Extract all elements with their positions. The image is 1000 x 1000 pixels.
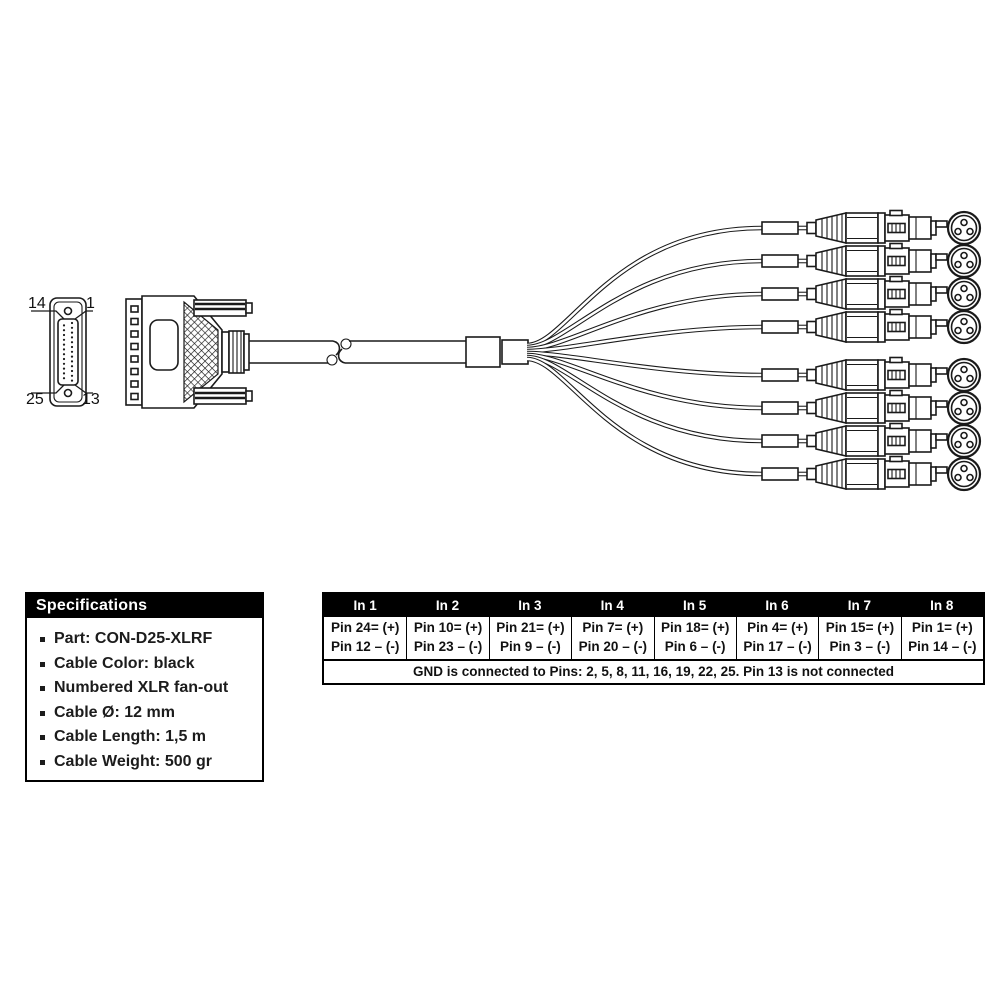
- cable-sleeve-large: [465, 336, 501, 368]
- spec-item-fanout: Numbered XLR fan-out: [27, 676, 262, 701]
- pinout-table-footer: GND is connected to Pins: 2, 5, 8, 11, 1…: [324, 659, 983, 683]
- fanout-wires: [526, 225, 763, 477]
- bullet-icon: [40, 735, 45, 740]
- pinout-cell-in6: Pin 4= (+) Pin 17 – (-): [735, 617, 818, 659]
- d25-pin14-label: 14: [28, 295, 46, 312]
- spec-list: Part: CON-D25-XLRF Cable Color: black Nu…: [27, 627, 262, 774]
- xlr-connector-5: [762, 358, 936, 391]
- spec-item-diameter: Cable Ø: 12 mm: [27, 701, 262, 726]
- d25-pin13-label: 13: [82, 391, 100, 408]
- d25-side-view: [125, 295, 253, 409]
- xlr-front-1: [934, 210, 982, 246]
- xlr-front-4: [934, 309, 982, 345]
- bullet-icon: [40, 710, 45, 716]
- d25-pin-dots: [62, 321, 74, 382]
- xlr-connector-1: [762, 211, 936, 244]
- column-header-in2: In 2: [435, 598, 460, 613]
- pin-positive: Pin 10= (+): [413, 620, 483, 635]
- pin-positive: Pin 15= (+): [825, 620, 895, 635]
- pin-positive: Pin 4= (+): [747, 620, 808, 635]
- bullet-icon: [40, 661, 45, 667]
- pinout-table-body: Pin 24= (+) Pin 12 – (-) Pin 10= (+) Pin…: [324, 617, 983, 659]
- pinout-table: In 1 In 2 In 3 In 4 In 5 In 6 In 7 In 8 …: [322, 592, 985, 685]
- d25-front-view: 14 1 25 13: [26, 295, 100, 408]
- xlr-connector-2: [762, 244, 936, 277]
- spec-item-text: Numbered XLR fan-out: [54, 679, 229, 696]
- column-header-in3: In 3: [518, 598, 542, 613]
- column-header-in7: In 7: [847, 598, 872, 613]
- bullet-icon: [40, 759, 45, 765]
- xlr-front-7: [934, 423, 982, 459]
- xlr-connector-6: [762, 391, 936, 424]
- thumbscrew-top: [193, 299, 253, 317]
- xlr-connector-7: [762, 424, 936, 457]
- pin-positive: Pin 18= (+): [661, 620, 730, 635]
- xlr-connector-8: [762, 457, 936, 490]
- column-header-in8: In 8: [930, 598, 954, 613]
- spec-item-weight: Cable Weight: 500 gr: [27, 750, 262, 775]
- pinout-cell-in7: Pin 15= (+) Pin 3 – (-): [818, 617, 900, 659]
- cable-sleeve-small: [501, 339, 529, 365]
- pin-positive: Pin 21= (+): [496, 620, 565, 635]
- pin-positive: Pin 24= (+): [331, 620, 400, 635]
- bullet-icon: [40, 686, 45, 691]
- spec-item-text: Cable Length: 1,5 m: [54, 728, 207, 745]
- spec-item-text: Cable Weight: 500 gr: [54, 752, 212, 770]
- thumbscrew-bottom: [193, 387, 253, 405]
- pin-negative: Pin 23 – (-): [413, 638, 483, 654]
- bullet-icon: [40, 637, 45, 642]
- pinout-cell-in4: Pin 7= (+) Pin 20 – (-): [571, 617, 653, 659]
- spec-item-text: Cable Ø: 12 mm: [54, 703, 175, 721]
- cable: [249, 336, 529, 368]
- pin-negative: Pin 6 – (-): [664, 638, 726, 654]
- column-header-in4: In 4: [600, 598, 624, 613]
- spec-item-length: Cable Length: 1,5 m: [27, 725, 262, 750]
- d25-pin1-label: 1: [86, 295, 95, 312]
- column-header-in1: In 1: [353, 598, 377, 613]
- xlr-front-3: [934, 276, 982, 312]
- xlr-front-5: [934, 357, 982, 393]
- grip-hatch: [183, 300, 219, 404]
- pin-negative: Pin 12 – (-): [331, 638, 400, 654]
- xlr-front-8: [934, 456, 982, 492]
- pinout-table-header: In 1 In 2 In 3 In 4 In 5 In 6 In 7 In 8: [324, 594, 983, 617]
- column-header-in6: In 6: [765, 598, 789, 613]
- pin-negative: Pin 9 – (-): [500, 638, 561, 654]
- xlr-connector-3: [762, 277, 936, 310]
- d25-pin25-label: 25: [26, 391, 44, 408]
- spec-item-part: Part: CON-D25-XLRF: [27, 627, 262, 652]
- pin-negative: Pin 17 – (-): [743, 638, 812, 654]
- pin-negative: Pin 3 – (-): [829, 638, 891, 654]
- pinout-cell-in8: Pin 1= (+) Pin 14 – (-): [900, 617, 983, 659]
- xlr-front-2: [934, 243, 982, 279]
- pin-negative: Pin 14 – (-): [908, 638, 977, 654]
- column-header-in5: In 5: [683, 598, 707, 613]
- spec-panel-title: Specifications: [27, 594, 262, 618]
- pin-positive: Pin 1= (+): [911, 620, 973, 635]
- pinout-cell-in5: Pin 18= (+) Pin 6 – (-): [653, 617, 736, 659]
- pinout-cell-in2: Pin 10= (+) Pin 23 – (-): [406, 617, 488, 659]
- spec-item-text: Cable Color: black: [54, 654, 195, 672]
- cable-diagram: 14 1 25 13: [26, 0, 982, 560]
- pinout-cell-in1: Pin 24= (+) Pin 12 – (-): [324, 617, 406, 659]
- spec-item-text: Part: CON-D25-XLRF: [54, 630, 213, 647]
- xlr-front-6: [934, 390, 982, 426]
- pin-positive: Pin 7= (+): [582, 620, 644, 635]
- xlr-connector-4: [762, 310, 936, 343]
- spec-panel: Specifications Part: CON-D25-XLRF Cable …: [25, 592, 264, 782]
- pin-negative: Pin 20 – (-): [578, 638, 647, 654]
- spec-item-cable-color: Cable Color: black: [27, 652, 262, 677]
- pinout-cell-in3: Pin 21= (+) Pin 9 – (-): [488, 617, 571, 659]
